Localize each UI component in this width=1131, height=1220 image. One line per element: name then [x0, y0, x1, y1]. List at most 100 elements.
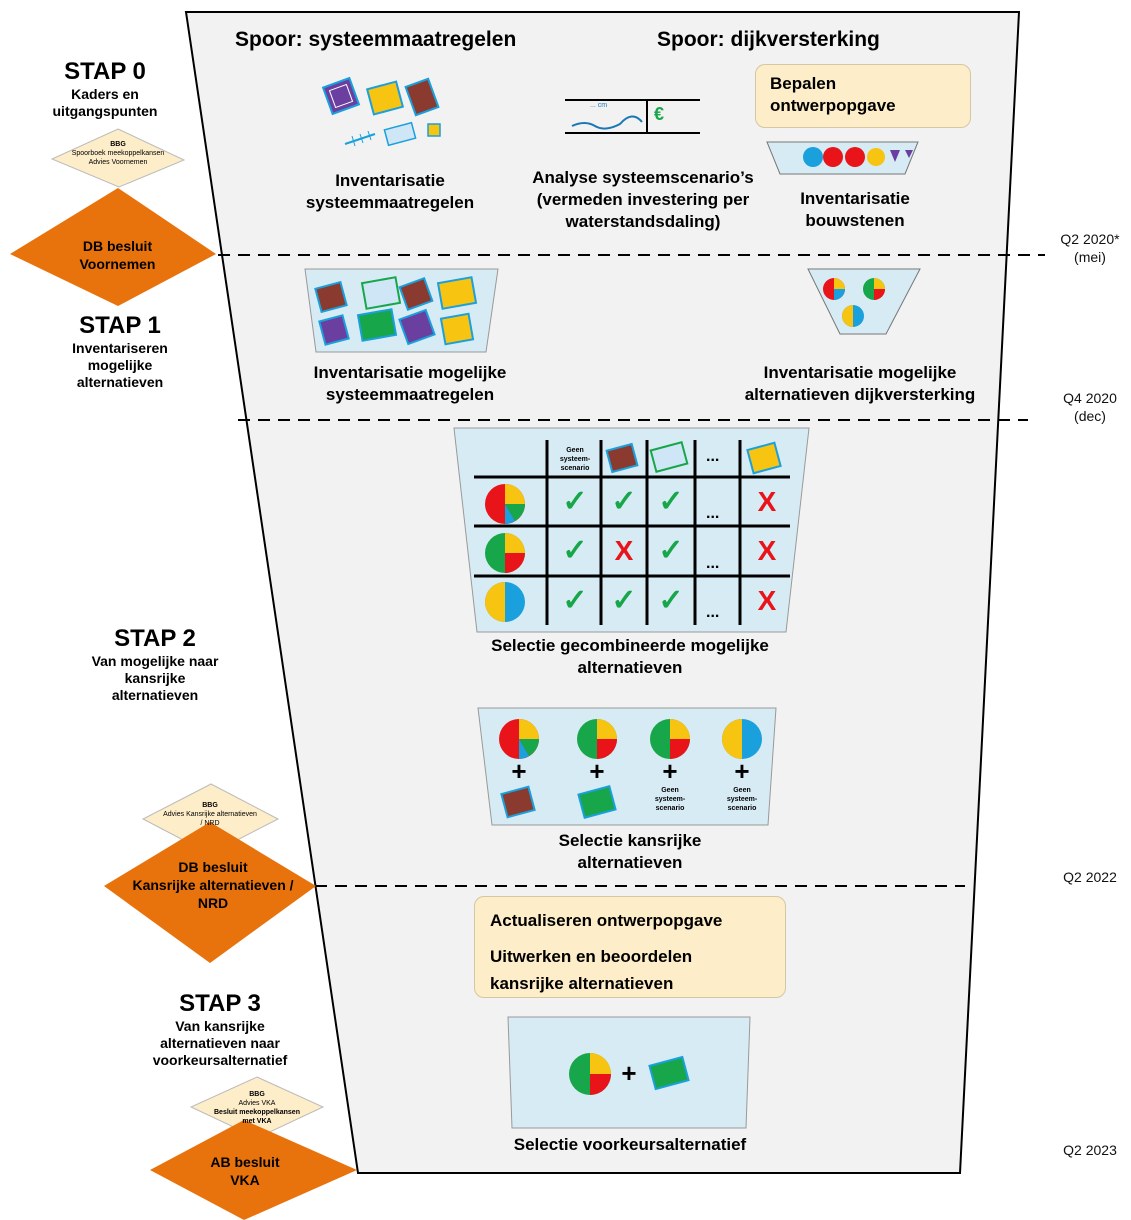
ab-diamond-3	[150, 1120, 357, 1220]
selectie-matrix-panel	[453, 427, 810, 633]
stap1-sub-1: Inventariseren	[72, 340, 168, 356]
bouwstenen-tray	[766, 141, 919, 175]
stap0-block: STAP 0 Kaders en uitgangspunten	[25, 58, 185, 120]
uitwerken-text-2: kansrijke alternatieven	[490, 974, 674, 993]
matrix-cell-r3c5: X	[757, 585, 777, 616]
label-inv-systeem-1: Inventarisatie	[335, 171, 445, 190]
mogelijke-dijk-tray	[807, 268, 921, 335]
matrix-cell-r2c4: ...	[706, 555, 720, 572]
bepalen-box: Bepalen ontwerpopgave	[755, 64, 971, 128]
date-q4-2020-1: Q4 2020	[1063, 390, 1117, 406]
matrix-cell-r3c1: ✓	[562, 584, 588, 617]
stap1-title: STAP 1	[79, 312, 161, 339]
bbg3-line-2: Besluit meekoppelkansen	[214, 1109, 300, 1116]
plus-vka: +	[621, 1058, 637, 1088]
mogelijke-systeemmaatregelen-panel	[304, 268, 499, 353]
label-inv-systeem-2: systeemmaatregelen	[305, 193, 475, 212]
label-inv-systeem: Inventarisatie systeemmaatregelen	[290, 170, 490, 214]
euro-label: €	[654, 104, 665, 124]
selectie-kansrijk-panel	[477, 707, 777, 826]
bbg1-line-1: Spoorboek meekoppelkansen	[71, 150, 165, 157]
label-selectie-kansrijk: Selectie kansrijke alternatieven	[530, 830, 730, 874]
bbg2-text: BBG Advies Kansrijke alternatieven / NRD	[150, 801, 270, 828]
db2-line-2: Kansrijke alternatieven /	[132, 877, 294, 893]
matrix-cell-r3c4: ...	[706, 604, 720, 621]
label-mogelijk-dijk-2: alternatieven dijkversterking	[744, 385, 976, 404]
uitwerken-text: Uitwerken en beoordelen kansrijke altern…	[490, 943, 692, 997]
matrix-cell-r2c2: X	[614, 535, 634, 566]
uitwerken-text-1: Uitwerken en beoordelen	[490, 947, 693, 966]
stap3-sub-2: alternatieven naar	[160, 1035, 280, 1051]
label-inv-bouwstenen-1: Inventarisatie	[800, 189, 910, 208]
geen-label-1-b: systeem-	[654, 796, 686, 803]
bbg2-line-1: Advies Kansrijke alternatieven	[163, 811, 257, 818]
label-selectie-gecombineerd: Selectie gecombineerde mogelijke alterna…	[470, 635, 790, 679]
plus-2: +	[589, 756, 605, 786]
stap3-title: STAP 3	[179, 990, 261, 1017]
label-inv-bouwstenen-2: bouwstenen	[805, 211, 905, 230]
stap0-title: STAP 0	[64, 58, 146, 85]
actualiseren-box: Actualiseren ontwerpopgave Uitwerken en …	[474, 896, 786, 998]
matrix-header-geen-3: scenario	[560, 465, 590, 472]
label-mogelijk-systeem-1: Inventarisatie mogelijke	[313, 363, 507, 382]
bbg3-title: BBG	[249, 1091, 265, 1098]
matrix-cell-r2c3: ✓	[658, 534, 684, 567]
geen-label-2-c: scenario	[727, 805, 757, 812]
stap3-block: STAP 3 Van kansrijke alternatieven naar …	[120, 990, 320, 1069]
matrix-header-geen-2: systeem-	[559, 456, 591, 463]
stap2-block: STAP 2 Van mogelijke naar kansrijke alte…	[70, 625, 240, 704]
bepalen-text: Bepalen ontwerpopgave	[770, 73, 896, 117]
plus-3: +	[662, 756, 678, 786]
date-q2-2020-2: (mei)	[1074, 249, 1106, 265]
label-inv-bouwstenen: Inventarisatie bouwstenen	[760, 188, 950, 232]
label-analyse-3: waterstandsdaling)	[565, 212, 721, 231]
matrix-cell-r1c4: ...	[706, 505, 720, 522]
stap2-sub-1: Van mogelijke naar	[91, 653, 219, 669]
date-q4-2020: Q4 2020 (dec)	[1050, 389, 1130, 425]
ab3-text: AB besluit VKA	[195, 1153, 295, 1189]
bbg3-line-3: met VKA	[242, 1118, 272, 1125]
db1-line-2: Voornemen	[79, 256, 156, 272]
geen-label-2-b: systeem-	[726, 796, 758, 803]
stap3-sub-3: voorkeursalternatief	[152, 1052, 288, 1068]
bbg2-title: BBG	[202, 802, 218, 809]
date-q2-2022: Q2 2022	[1063, 869, 1117, 885]
matrix-header-geen-1: Geen	[566, 447, 584, 454]
label-mogelijk-systeem: Inventarisatie mogelijke systeemmaatrege…	[290, 362, 530, 406]
matrix-cell-r3c3: ✓	[658, 584, 684, 617]
matrix-cell-r1c1: ✓	[562, 485, 588, 518]
matrix-header-ellipsis: ...	[706, 448, 720, 465]
matrix-header-geen: Geen systeem- scenario	[549, 446, 601, 473]
db1-line-1: DB besluit	[82, 238, 153, 254]
label-mogelijk-dijk-1: Inventarisatie mogelijke	[763, 363, 957, 382]
date-q2-2020-1: Q2 2020*	[1060, 231, 1120, 247]
label-mogelijk-dijk: Inventarisatie mogelijke alternatieven d…	[735, 362, 985, 406]
matrix-cell-r2c5: X	[757, 535, 777, 566]
db2-line-1: DB besluit	[178, 859, 248, 875]
bbg-diamond-1	[50, 128, 186, 188]
date-q2-2020: Q2 2020* (mei)	[1050, 230, 1130, 266]
bbg1-title: BBG	[110, 141, 126, 148]
label-selectie-kansrijk-2: alternatieven	[577, 853, 683, 872]
cm-label: ... cm	[590, 102, 608, 109]
ab3-line-1: AB besluit	[210, 1154, 280, 1170]
geen-label-2-a: Geen	[733, 787, 751, 794]
date-q4-2020-2: (dec)	[1074, 408, 1106, 424]
selectie-vka-panel	[507, 1016, 751, 1129]
db2-line-3: NRD	[197, 895, 229, 911]
label-analyse: Analyse systeemscenario’s (vermeden inve…	[518, 167, 768, 233]
systeemmaatregelen-icons	[321, 76, 441, 147]
matrix-cell-r3c2: ✓	[611, 584, 637, 617]
label-selectie-kansrijk-1: Selectie kansrijke	[558, 831, 702, 850]
stap1-sub-3: alternatieven	[76, 374, 164, 390]
matrix-cell-r1c2: ✓	[611, 485, 637, 518]
db-diamond-2	[104, 822, 316, 963]
stap2-sub-2: kansrijke	[124, 670, 186, 686]
matrix-cell-r1c3: ✓	[658, 485, 684, 518]
label-analyse-1: Analyse systeemscenario’s	[532, 168, 754, 187]
stap0-sub-1: Kaders en	[71, 86, 139, 102]
bepalen-text-1: Bepalen	[770, 74, 837, 93]
bbg1-text: BBG Spoorboek meekoppelkansen Advies Voo…	[68, 140, 168, 167]
geen-label-2: Geen systeem- scenario	[717, 786, 767, 813]
